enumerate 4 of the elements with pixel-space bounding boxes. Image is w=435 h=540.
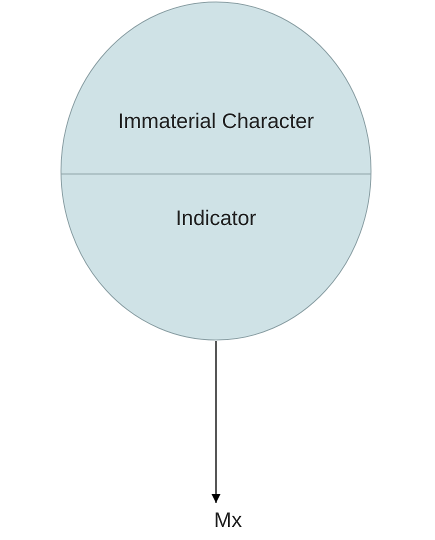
- ellipse-heading: Immaterial Character: [118, 109, 314, 135]
- arrow: [211, 341, 221, 503]
- output-label: Mx: [214, 508, 242, 534]
- ellipse-text: Indicator: [176, 206, 256, 232]
